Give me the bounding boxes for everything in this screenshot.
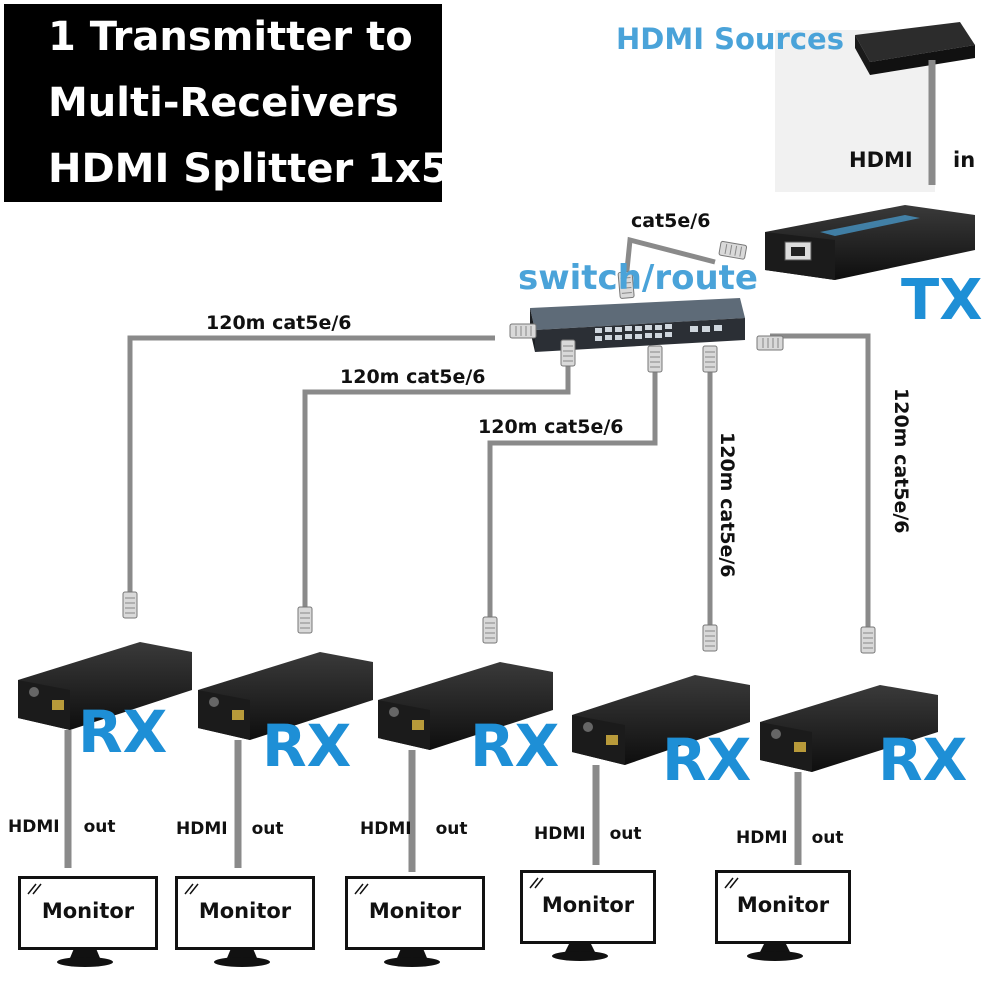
rj45-plug bbox=[560, 339, 576, 367]
hdmi-text: HDMI bbox=[534, 824, 586, 844]
monitor: Monitor bbox=[175, 876, 315, 950]
cable-label: 120m cat5e/6 bbox=[478, 416, 624, 438]
switch-label: switch/route bbox=[518, 258, 758, 298]
cable-label: 120m cat5e/6 bbox=[340, 366, 486, 388]
rx-device bbox=[378, 662, 553, 750]
glare-icon bbox=[27, 883, 42, 895]
glare-icon bbox=[354, 883, 369, 895]
rj45-plug bbox=[509, 323, 537, 339]
monitor: Monitor bbox=[520, 870, 656, 944]
hdmi-in-label: HDMI bbox=[849, 148, 913, 172]
monitor-label: Monitor bbox=[736, 893, 830, 917]
glare-icon bbox=[529, 877, 544, 889]
cable-label: 120m cat5e/6 bbox=[716, 432, 738, 578]
rj45-plug bbox=[122, 591, 138, 619]
hdmi-text: HDMI bbox=[360, 819, 412, 839]
monitor: Monitor bbox=[345, 876, 485, 950]
rx-label: RX bbox=[470, 712, 560, 780]
rj45-plug bbox=[702, 345, 718, 373]
rx-label: RX bbox=[262, 712, 352, 780]
cable-label: 120m cat5e/6 bbox=[890, 388, 912, 534]
cable-label: 120m cat5e/6 bbox=[206, 312, 352, 334]
monitor: Monitor bbox=[18, 876, 158, 950]
rx-label: RX bbox=[78, 698, 168, 766]
title-line-2: Multi-Receivers bbox=[48, 80, 399, 126]
rx-device bbox=[18, 642, 192, 730]
hdmi-text: HDMI bbox=[176, 819, 228, 839]
out-text: out bbox=[435, 819, 468, 839]
hdmi-out-label: HDMI out bbox=[176, 819, 284, 839]
monitor-label: Monitor bbox=[198, 899, 292, 923]
hdmi-text: HDMI bbox=[8, 817, 60, 837]
glare-icon bbox=[184, 883, 199, 895]
tx-cable-label: cat5e/6 bbox=[631, 210, 711, 232]
rx-label: RX bbox=[878, 726, 968, 794]
hdmi-out-label: HDMI out bbox=[360, 819, 468, 839]
rx-label: RX bbox=[662, 726, 752, 794]
hdmi-out-label: HDMI out bbox=[736, 828, 844, 848]
hdmi-source-device bbox=[855, 22, 975, 75]
tx-device bbox=[765, 205, 975, 280]
title-line-3: HDMI Splitter 1x5 bbox=[48, 146, 449, 192]
monitor-label: Monitor bbox=[368, 899, 462, 923]
rx-device bbox=[572, 675, 750, 765]
rx-device bbox=[198, 652, 373, 740]
rj45-plug bbox=[297, 606, 313, 634]
out-text: out bbox=[811, 828, 844, 848]
in-label: in bbox=[953, 148, 976, 172]
hdmi-out-label: HDMI out bbox=[8, 817, 116, 837]
monitor: Monitor bbox=[715, 870, 851, 944]
rj45-plug bbox=[482, 616, 498, 644]
rj45-plug bbox=[718, 240, 748, 260]
tx-label: TX bbox=[901, 268, 983, 333]
rx-cables bbox=[127, 333, 871, 630]
rj45-plug bbox=[860, 626, 876, 654]
monitor-stands bbox=[57, 942, 803, 967]
hdmi-text: HDMI bbox=[736, 828, 788, 848]
rx-device bbox=[760, 685, 938, 772]
title-box: 1 Transmitter to Multi-Receivers HDMI Sp… bbox=[4, 4, 449, 202]
glare-icon bbox=[724, 877, 739, 889]
hdmi-out-cables bbox=[64, 730, 802, 872]
out-text: out bbox=[609, 824, 642, 844]
hdmi-sources-label: HDMI Sources bbox=[616, 22, 844, 56]
rj45-plug bbox=[756, 335, 784, 351]
title-line-1: 1 Transmitter to bbox=[48, 14, 413, 60]
rj45-plug bbox=[647, 345, 663, 373]
monitor-label: Monitor bbox=[41, 899, 135, 923]
out-text: out bbox=[251, 819, 284, 839]
hdmi-out-label: HDMI out bbox=[534, 824, 642, 844]
out-text: out bbox=[83, 817, 116, 837]
rj45-plug bbox=[702, 624, 718, 652]
monitor-label: Monitor bbox=[541, 893, 635, 917]
